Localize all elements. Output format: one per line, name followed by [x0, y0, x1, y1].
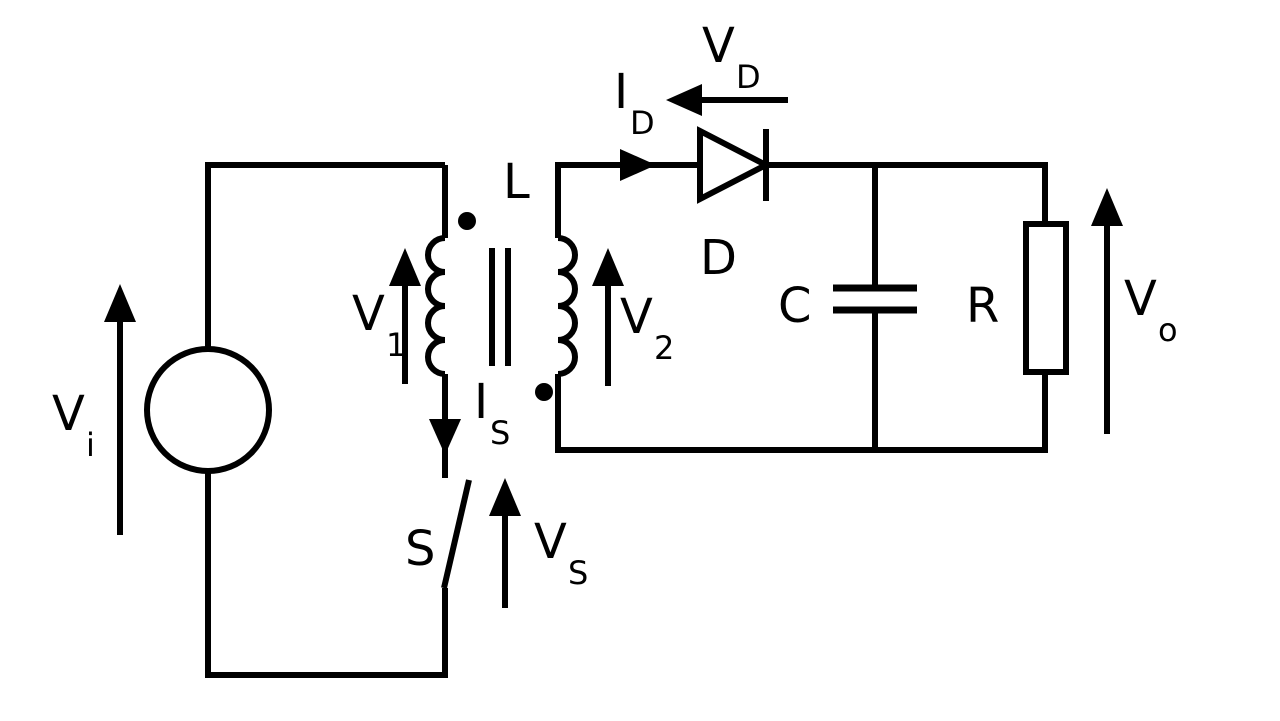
polarity-dot-primary: [458, 212, 476, 230]
current-arrow-is: [429, 419, 461, 455]
voltage-source-symbol: [144, 346, 272, 474]
voltage-arrow-v2: [592, 248, 624, 386]
wire-top-left: [205, 162, 445, 349]
label-capacitor: C: [778, 278, 812, 334]
polarity-dot-secondary: [535, 383, 553, 401]
voltage-arrow-vi: [104, 284, 136, 535]
label-primary-voltage: V 1: [352, 286, 406, 364]
transformer-primary-winding: [425, 235, 446, 377]
label-output-voltage: V o: [1124, 271, 1178, 349]
voltage-arrow-vd: [666, 84, 788, 116]
transformer-core: [489, 248, 511, 366]
transformer-secondary-winding: [557, 235, 578, 377]
label-switch-voltage: V S: [534, 514, 588, 592]
current-arrow-id: [620, 149, 656, 181]
resistor-body: [1023, 221, 1069, 375]
wire-secondary-bottom: [555, 372, 1048, 453]
voltage-arrow-vo: [1091, 188, 1123, 434]
label-input-voltage: V i: [52, 386, 100, 464]
label-switch-current: I S: [474, 374, 510, 452]
label-inductor: L: [503, 154, 530, 210]
voltage-arrow-v1: [389, 248, 421, 384]
label-resistor: R: [966, 278, 999, 334]
diode-triangle: [697, 126, 773, 204]
label-diode: D: [700, 230, 737, 286]
voltage-arrow-vs: [489, 478, 521, 608]
wire-bottom-left: [205, 471, 448, 678]
label-diode-current: I D: [614, 64, 655, 142]
label-secondary-voltage: V 2: [620, 289, 674, 367]
capacitor-plates: [833, 284, 917, 314]
switch-blade: [441, 479, 472, 589]
wire-secondary-top: [555, 162, 1048, 238]
label-diode-voltage: V D: [702, 18, 761, 96]
label-switch: S: [405, 521, 435, 577]
